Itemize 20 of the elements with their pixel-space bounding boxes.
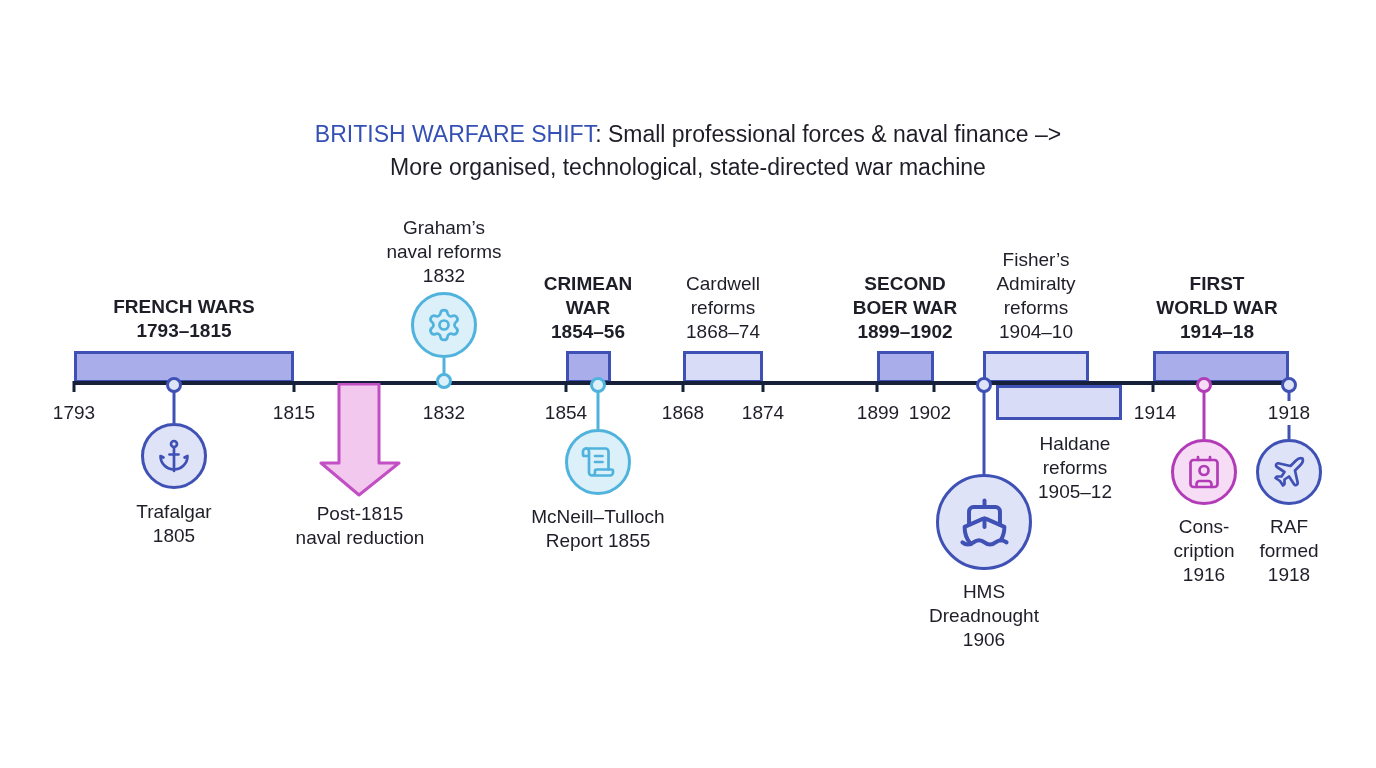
period-label: FIRST WORLD WAR 1914–18 [1155,272,1279,344]
event-label: HMS Dreadnought 1906 [928,580,1040,652]
connector-line [166,377,182,423]
connector-line [590,377,606,429]
period-label: CRIMEAN WAR 1854–56 [542,272,634,344]
connector-line [976,377,992,474]
period-label: FRENCH WARS 1793–1815 [112,295,256,343]
period-label: Fisher’s Admiralty reforms 1904–10 [995,248,1077,344]
connector-line [436,358,452,389]
event-label: RAF formed 1918 [1258,515,1320,587]
period-label: Haldane reforms 1905–12 [1037,432,1113,504]
event-label: Post-1815 naval reduction [294,502,426,550]
event-label: Graham’s naval reforms 1832 [385,216,503,288]
event-label: Trafalgar 1805 [135,500,213,548]
event-label: McNeill–Tulloch Report 1855 [530,505,666,553]
period-label: SECOND BOER WAR 1899–1902 [851,272,959,344]
period-label: Cardwell reforms 1868–74 [685,272,761,344]
event-label: Cons- cription 1916 [1172,515,1236,587]
title: BRITISH WARFARE SHIFT: Small professional forces & naval finance –> More organised, technological, state-directed war machine [313,120,1063,182]
connector-line [1196,377,1212,439]
